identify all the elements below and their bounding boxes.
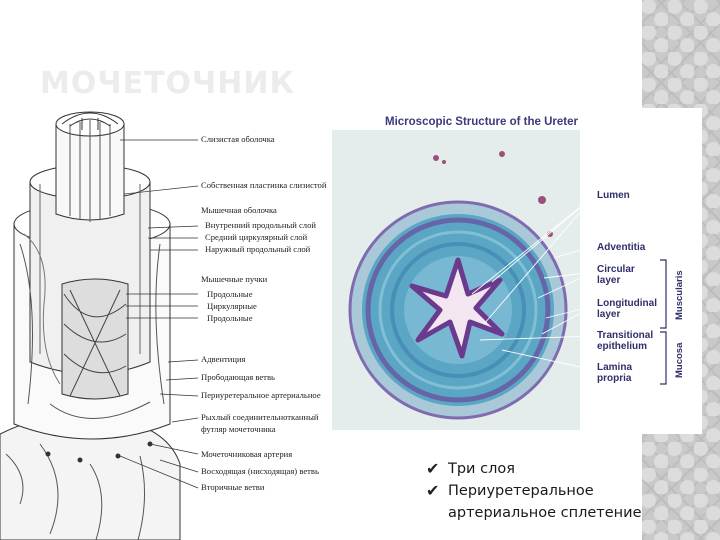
label-ureteral-artery: Мочеточниковая артерия bbox=[201, 449, 293, 459]
label-lumen: Lumen bbox=[597, 190, 630, 201]
label-longitudinal-1: Longitudinal bbox=[597, 298, 657, 309]
label-periureteral-arterial: Периуретеральное артериальное bbox=[201, 390, 321, 400]
bullet-item-continuation: артериальное сплетение bbox=[426, 502, 642, 524]
label-ureter-sheath: футляр мочеточника bbox=[201, 424, 276, 434]
label-loose-connective: Рыхлый соединительнотканный bbox=[201, 412, 319, 422]
label-circular-2: layer bbox=[597, 275, 621, 286]
label-lamina-2: propria bbox=[597, 373, 632, 384]
label-middle-circular: Средний циркулярный слой bbox=[205, 232, 308, 242]
bullet-item: ✔ Три слоя bbox=[426, 458, 642, 480]
label-circular-1: Circular bbox=[597, 264, 635, 275]
label-transitional-2: epithelium bbox=[597, 341, 648, 352]
label-adventitia: Адвентиция bbox=[201, 354, 246, 364]
slide-title: МОЧЕТОЧНИК bbox=[40, 66, 296, 101]
bullet-text: Периуретеральное bbox=[448, 483, 594, 499]
figure-title: Microscopic Structure of the Ureter bbox=[385, 116, 578, 128]
group-label-mucosa: Mucosa bbox=[674, 342, 685, 378]
label-adventitia-en: Adventitia bbox=[597, 242, 646, 253]
label-outer-longitudinal: Наружный продольный слой bbox=[205, 244, 311, 254]
label-muscle-bundles: Мышечные пучки bbox=[201, 274, 268, 284]
bullet-text: Три слоя bbox=[448, 461, 515, 477]
label-secondary-branches: Вторичные ветви bbox=[201, 482, 265, 492]
label-inner-longitudinal: Внутренний продольный слой bbox=[205, 220, 316, 230]
check-icon: ✔ bbox=[426, 481, 440, 500]
label-bundle-longitudinal-2: Продольные bbox=[207, 313, 253, 323]
group-label-muscularis: Muscularis bbox=[674, 270, 685, 320]
label-perforating-branch: Прободающая ветвь bbox=[201, 372, 275, 382]
label-lamina-propria: Собственная пластинка слизистой bbox=[201, 180, 327, 190]
microscopic-structure-figure: Microscopic Structure of the Ureter bbox=[332, 108, 702, 434]
label-longitudinal-2: layer bbox=[597, 309, 621, 320]
label-bundle-circular: Циркулярные bbox=[207, 301, 257, 311]
bullet-item: ✔ Периуретеральное bbox=[426, 480, 642, 502]
label-bundle-longitudinal-1: Продольные bbox=[207, 289, 253, 299]
label-mucosa: Слизистая оболочка bbox=[201, 134, 275, 144]
bullet-text: артериальное сплетение bbox=[448, 505, 642, 521]
label-lamina-1: Lamina bbox=[597, 362, 633, 373]
bullet-list: ✔ Три слоя ✔ Периуретеральное артериальн… bbox=[426, 458, 642, 524]
label-transitional-1: Transitional bbox=[597, 330, 654, 341]
check-icon: ✔ bbox=[426, 459, 440, 478]
ureter-anatomy-drawing: Слизистая оболочка Собственная пластинка… bbox=[0, 104, 336, 540]
label-muscular-coat: Мышечная оболочка bbox=[201, 205, 277, 215]
ureter-layers-illustration bbox=[0, 111, 199, 540]
label-ascending-branch: Восходящая (нисходящая) ветвь bbox=[201, 466, 319, 476]
ureter-cross-section-micrograph bbox=[348, 151, 667, 420]
